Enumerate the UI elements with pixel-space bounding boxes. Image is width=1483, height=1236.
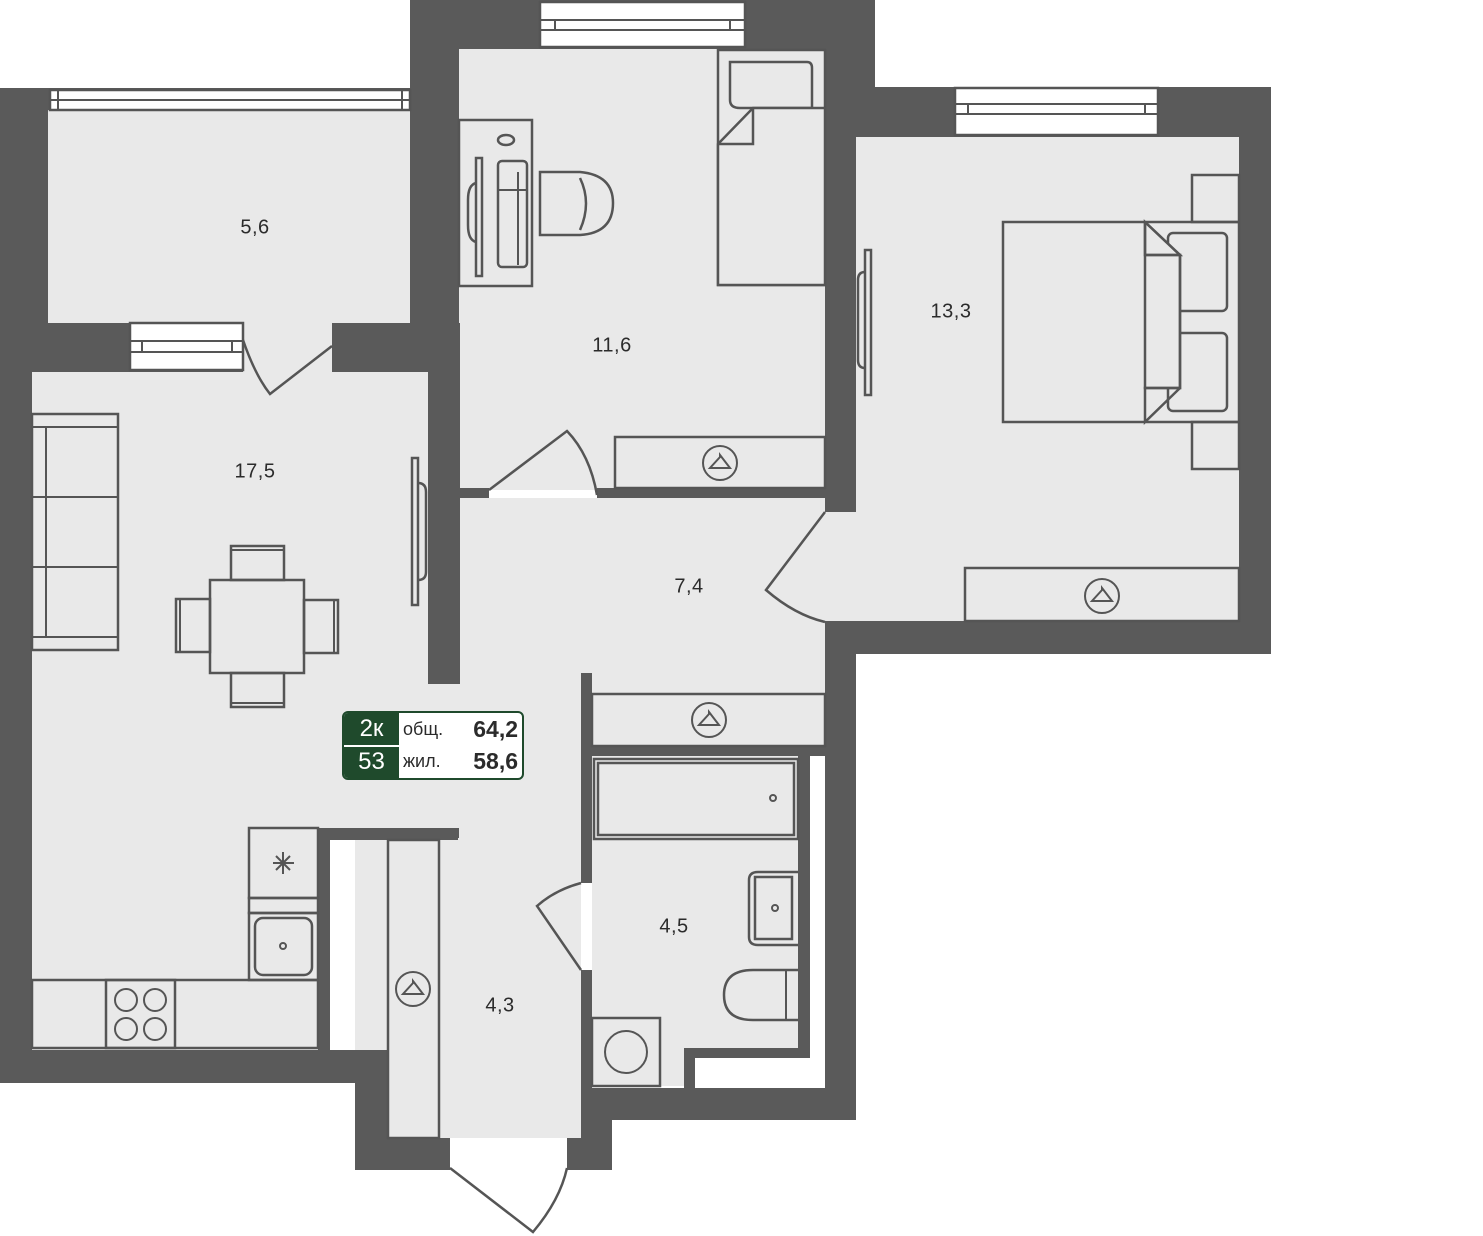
- sofa: [30, 412, 120, 652]
- chair-bottom: [229, 671, 286, 709]
- badge-divider: [344, 744, 399, 747]
- tv: [410, 456, 420, 607]
- keyboard: [496, 159, 529, 269]
- window-balcony: [48, 88, 412, 112]
- total-area-label: общ.: [403, 718, 444, 739]
- area-hallway: 7,4: [674, 575, 704, 598]
- doors: [241, 339, 826, 1234]
- bathtub: [592, 757, 800, 841]
- chair-right: [302, 598, 340, 655]
- unit-number: 53: [358, 748, 385, 776]
- total-area-row: общ. 64,2: [403, 713, 518, 746]
- snowflake-icon: [273, 852, 294, 874]
- badge-area-panel: общ. 64,2 жил. 58,6: [399, 713, 522, 778]
- chair-left: [174, 597, 212, 654]
- mouse: [496, 133, 516, 147]
- wardrobe: [963, 566, 1241, 623]
- small-bedroom-furniture: [457, 48, 827, 490]
- badge-id-panel: 2к 53: [344, 713, 399, 778]
- hanger-icon: [395, 971, 431, 1007]
- area-living-kitchen: 17,5: [234, 460, 276, 483]
- area-bedroom-small: 11,6: [592, 334, 632, 357]
- area-bathroom: 4,5: [659, 915, 689, 938]
- large-bedroom-furniture: [856, 173, 1241, 623]
- toilet: [722, 968, 798, 1022]
- stove: [104, 978, 177, 1050]
- wardrobe: [386, 838, 441, 1140]
- area-bedroom-large: 13,3: [930, 300, 972, 323]
- hanger-icon: [1084, 578, 1120, 614]
- double-bed: [1001, 220, 1241, 424]
- area-balcony: 5,6: [240, 216, 270, 239]
- bathroom-fixtures: [590, 757, 800, 1088]
- chair-top: [229, 544, 286, 582]
- living-area-value: 58,6: [473, 748, 518, 775]
- chair: [538, 170, 615, 237]
- living-area-label: жил.: [403, 751, 441, 772]
- door-entrance: [449, 1167, 569, 1234]
- hall-furniture: [386, 692, 827, 1140]
- living-area-row: жил. 58,6: [403, 746, 518, 779]
- door-large-bedroom: [764, 511, 826, 624]
- apartment-summary-badge: 2к 53 общ. 64,2 жил. 58,6: [342, 711, 524, 780]
- wardrobe: [613, 435, 827, 490]
- hanger-icon: [702, 445, 738, 481]
- door-balcony: [241, 339, 333, 396]
- desk: [457, 118, 534, 288]
- window-small-bedroom: [538, 0, 747, 49]
- washing-machine: [590, 1016, 662, 1088]
- total-area-value: 64,2: [473, 715, 518, 742]
- sink: [253, 916, 314, 977]
- rooms-count: 2к: [359, 714, 384, 742]
- living-furniture: [30, 412, 428, 709]
- washbasin: [747, 870, 798, 947]
- monitor: [474, 156, 484, 278]
- door-small-bedroom: [488, 429, 599, 496]
- inner-walls: [0, 137, 1483, 1236]
- window-large-bedroom: [953, 86, 1160, 137]
- kitchen: [30, 826, 320, 1050]
- wardrobe: [590, 692, 827, 748]
- window-living: [128, 321, 245, 372]
- area-entrance-hall: 4,3: [485, 994, 515, 1017]
- hanger-icon: [691, 702, 727, 738]
- tv: [863, 248, 873, 397]
- door-bathroom: [535, 881, 583, 971]
- windows: [48, 0, 1160, 372]
